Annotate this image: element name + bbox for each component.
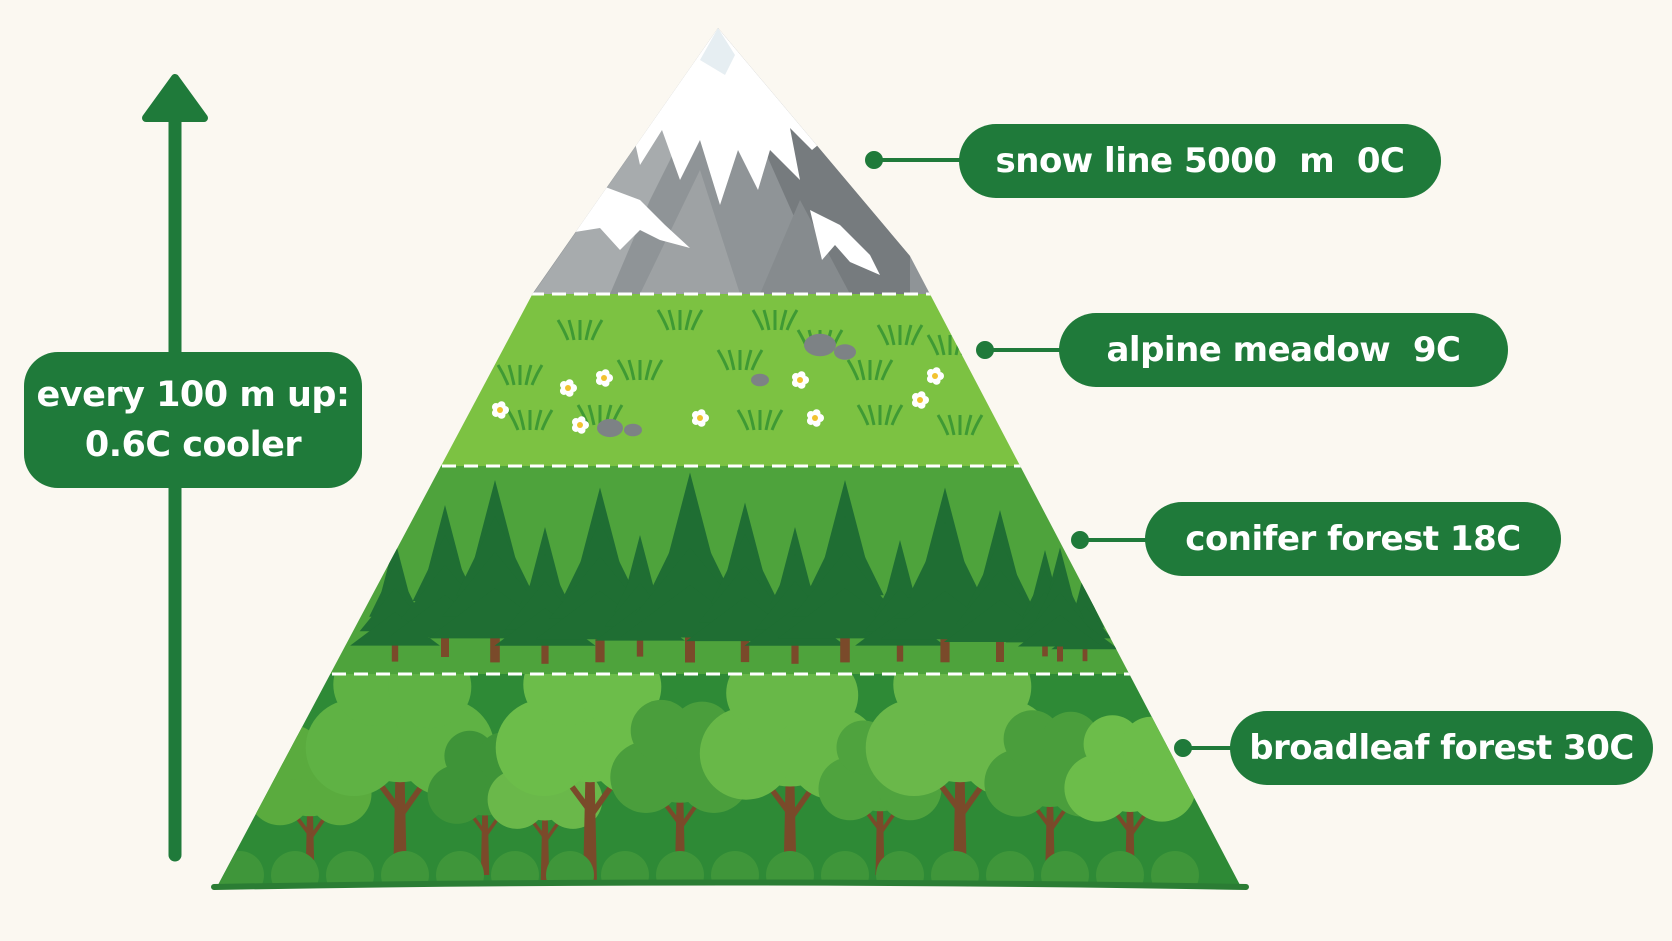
flower-icon — [911, 391, 929, 409]
flower-icon — [571, 416, 589, 434]
grass-tuft-icon — [846, 359, 894, 381]
lapse-rate-label: every 100 m up: 0.6C cooler — [24, 352, 362, 488]
pine-tree-icon — [427, 480, 563, 663]
grass-tuft-icon — [506, 409, 554, 431]
zone-label-text: alpine meadow 9C — [1106, 330, 1461, 370]
round-tree-icon — [1064, 715, 1196, 880]
bush-icon — [931, 851, 979, 885]
bush-icon — [326, 851, 374, 885]
stone-icon — [751, 373, 769, 387]
ground-line — [211, 879, 1249, 890]
bush-icon — [1096, 851, 1144, 885]
zone-label-text: snow line 5000 m 0C — [995, 141, 1405, 181]
bush-icon — [601, 851, 649, 885]
flower-icon — [491, 401, 509, 419]
meadow-details — [491, 309, 984, 438]
bush-icon — [821, 851, 869, 885]
grass-tuft-icon — [936, 414, 984, 436]
grass-tuft-icon — [656, 309, 704, 331]
bush-icon — [656, 851, 704, 885]
grass-tuft-icon — [856, 404, 904, 426]
stone-icon — [804, 333, 836, 357]
arrow-head-icon — [142, 74, 208, 122]
lapse-rate-line-2: 0.6C cooler — [84, 425, 302, 465]
zone-label-snow: snow line 5000 m 0C — [959, 124, 1441, 198]
flower-icon — [595, 369, 613, 387]
grass-tuft-icon — [751, 309, 799, 331]
grass-tuft-icon — [556, 319, 604, 341]
bush-icon — [766, 851, 814, 885]
bush-icon — [711, 851, 759, 885]
zone-label-conifer: conifer forest 18C — [1145, 502, 1561, 576]
grass-tuft-icon — [876, 324, 924, 346]
bush-icon — [491, 851, 539, 885]
snow-patch-icon — [810, 210, 880, 275]
zone-label-text: conifer forest 18C — [1185, 519, 1521, 559]
leader-lines — [865, 151, 1231, 757]
broadleaf-trees — [218, 643, 1199, 885]
snow-patch-icon — [700, 28, 735, 75]
flower-icon — [559, 379, 577, 397]
bush-icon — [1041, 851, 1089, 885]
bush-icon — [986, 851, 1034, 885]
bush-icon — [381, 851, 429, 885]
bush-icon — [546, 851, 594, 885]
bush-icon — [436, 851, 484, 885]
flower-icon — [806, 409, 824, 427]
lapse-rate-line-1: every 100 m up: — [36, 375, 350, 415]
flower-icon — [926, 367, 944, 385]
flower-icon — [791, 371, 809, 389]
zone-label-broadleaf: broadleaf forest 30C — [1230, 711, 1653, 785]
zone-label-meadow: alpine meadow 9C — [1059, 313, 1508, 387]
conifer-trees — [350, 472, 1119, 664]
grass-tuft-icon — [496, 364, 544, 386]
flower-icon — [691, 409, 709, 427]
bush-icon — [876, 851, 924, 885]
bush-icon — [218, 851, 264, 885]
bush-icon — [271, 851, 319, 885]
pine-tree-icon — [1017, 547, 1103, 662]
stone-icon — [834, 344, 856, 360]
bush-icon — [1151, 851, 1199, 885]
grass-tuft-icon — [716, 349, 764, 371]
stone-icon — [597, 418, 623, 438]
grass-tuft-icon — [736, 409, 784, 431]
zone-label-text: broadleaf forest 30C — [1249, 728, 1634, 768]
stone-icon — [624, 423, 642, 437]
grass-tuft-icon — [616, 359, 664, 381]
